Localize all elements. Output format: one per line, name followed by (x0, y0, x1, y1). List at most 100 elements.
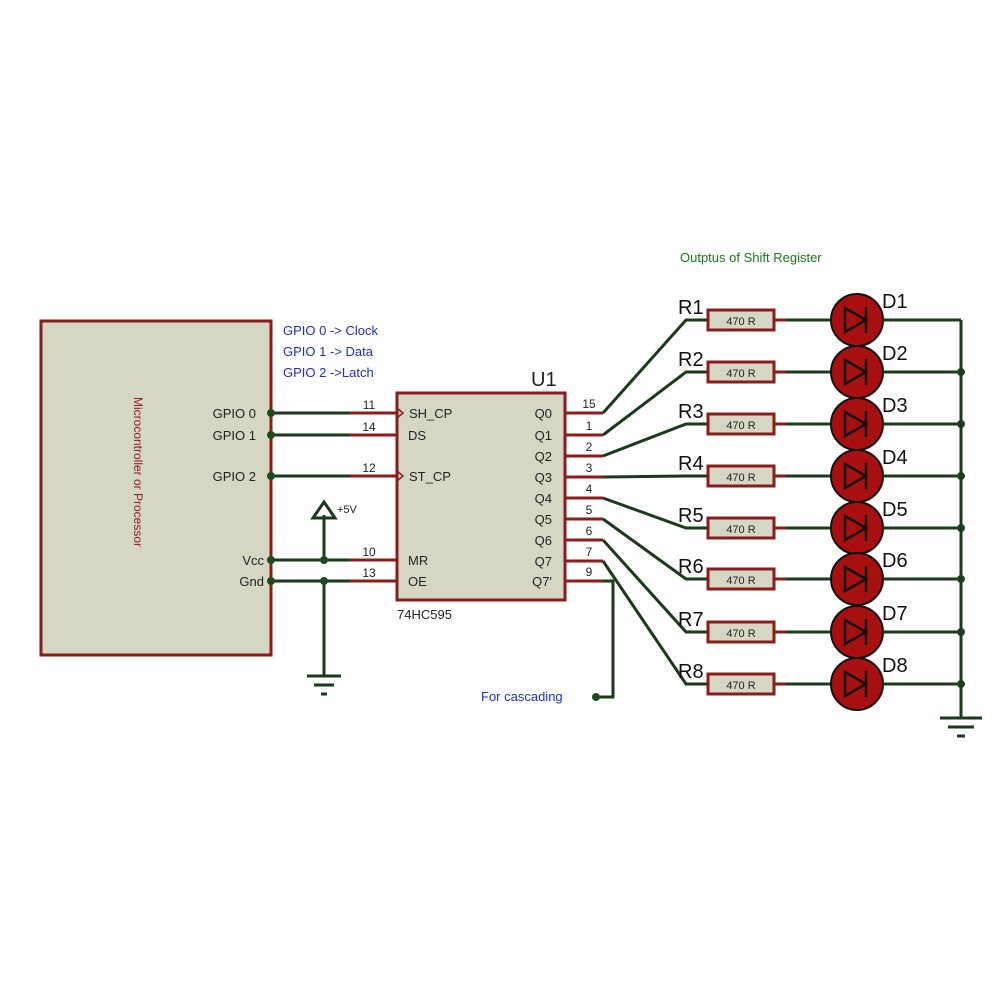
pin-name: ST_CP (409, 469, 451, 484)
outputs-title: Outptus of Shift Register (680, 250, 822, 265)
microcontroller-name: Microcontroller or Processor (131, 397, 145, 547)
diode-triangle-icon (843, 461, 869, 491)
resistor-value: 470 R (726, 628, 755, 640)
shift-register-body (395, 391, 567, 602)
pin-name: Q7 (535, 554, 552, 569)
resistor-ref: R7 (678, 609, 704, 631)
junction-dot (267, 409, 275, 417)
resistor-value: 470 R (726, 420, 755, 432)
pin-name: DS (408, 428, 426, 443)
pin-name: SH_CP (409, 406, 452, 421)
ground-icon (940, 716, 982, 738)
cascade-wire (596, 579, 615, 699)
led-ref: D1 (882, 291, 908, 313)
pin-label-gpio1: GPIO 1 (213, 428, 256, 443)
supply-symbol: +5V (310, 499, 358, 520)
pin-name: Q6 (535, 533, 552, 548)
junction-dot (267, 556, 275, 564)
pin-label-gnd: Gnd (239, 574, 264, 589)
led-ref: D3 (882, 395, 908, 417)
led-icon (830, 397, 884, 451)
gpio-note-data: GPIO 1 -> Data (283, 344, 374, 359)
led-ref: D7 (882, 603, 908, 625)
junction-dot (267, 431, 275, 439)
resistor-value: 470 R (726, 368, 755, 380)
pin-name: Q4 (535, 491, 552, 506)
resistor-value: 470 R (726, 472, 755, 484)
microcontroller-block: Microcontroller or Processor GPIO 0 GPIO… (39, 319, 273, 657)
led-icon (830, 501, 884, 555)
resistor-value: 470 R (726, 524, 755, 536)
supply-arrow-icon (310, 499, 338, 520)
led-ref: D8 (882, 655, 908, 677)
pin-number: 10 (362, 545, 376, 559)
output-wire (601, 538, 708, 634)
diode-triangle-icon (843, 564, 869, 594)
led-ref: D6 (882, 550, 908, 572)
pin-number: 15 (582, 397, 596, 411)
output-channel-6: R6 470 R D6 (602, 517, 965, 606)
resistor-ref: R4 (678, 453, 704, 475)
diode-triangle-icon (843, 669, 869, 699)
junction-dot (267, 577, 275, 585)
pin-number: 3 (586, 461, 593, 475)
output-channel-8: R8 470 R D8 (601, 560, 965, 711)
pin-name: Q7' (532, 574, 552, 589)
pin-label-vcc: Vcc (242, 553, 264, 568)
pin-number: 2 (586, 440, 593, 454)
led-icon (830, 293, 884, 347)
pin-label-gpio2: GPIO 2 (213, 469, 256, 484)
output-wire (602, 517, 708, 581)
diode-triangle-icon (843, 513, 869, 543)
pin-number: 9 (586, 565, 593, 579)
input-pin-stubs (350, 411, 397, 583)
diode-triangle-icon (843, 305, 869, 335)
led-ref: D4 (882, 447, 908, 469)
pin-number: 14 (362, 420, 376, 434)
resistor-value: 470 R (726, 680, 755, 692)
pin-label-gpio0: GPIO 0 (213, 406, 256, 421)
junction-dot (320, 577, 328, 585)
gpio-note-clock: GPIO 0 -> Clock (283, 323, 378, 338)
ground-icon (307, 674, 341, 696)
output-channel-3: R3 470 R D3 (602, 395, 965, 458)
led-icon (830, 605, 884, 659)
resistor-ref: R2 (678, 349, 704, 371)
led-icon (830, 345, 884, 399)
output-wire (602, 474, 708, 479)
pin-number: 1 (586, 419, 593, 433)
led-ref: D5 (882, 499, 908, 521)
output-wire (602, 422, 708, 458)
led-icon (830, 552, 884, 606)
output-wire (601, 560, 708, 686)
gpio-note-latch: GPIO 2 ->Latch (283, 365, 374, 380)
pin-number: 7 (586, 545, 593, 559)
junction-dot (320, 556, 328, 564)
led-ref: D2 (882, 343, 908, 365)
output-wire (602, 496, 708, 530)
cascading-label: For cascading (481, 689, 563, 704)
diode-triangle-icon (843, 617, 869, 647)
resistor-ref: R6 (678, 556, 704, 578)
resistor-ref: R8 (678, 661, 704, 683)
pin-number: 4 (586, 482, 593, 496)
output-channel-2: R2 470 R D2 (602, 343, 965, 437)
pin-name: Q3 (535, 470, 552, 485)
shift-register-ref: U1 (531, 369, 557, 391)
pin-name: Q2 (535, 449, 552, 464)
input-wires (271, 411, 397, 676)
pin-name: Q1 (535, 428, 552, 443)
resistor-ref: R3 (678, 401, 704, 423)
diode-triangle-icon (843, 409, 869, 439)
pin-name: Q5 (535, 512, 552, 527)
pin-number: 12 (362, 461, 376, 475)
junction-dot (267, 472, 275, 480)
output-wire (602, 370, 708, 437)
